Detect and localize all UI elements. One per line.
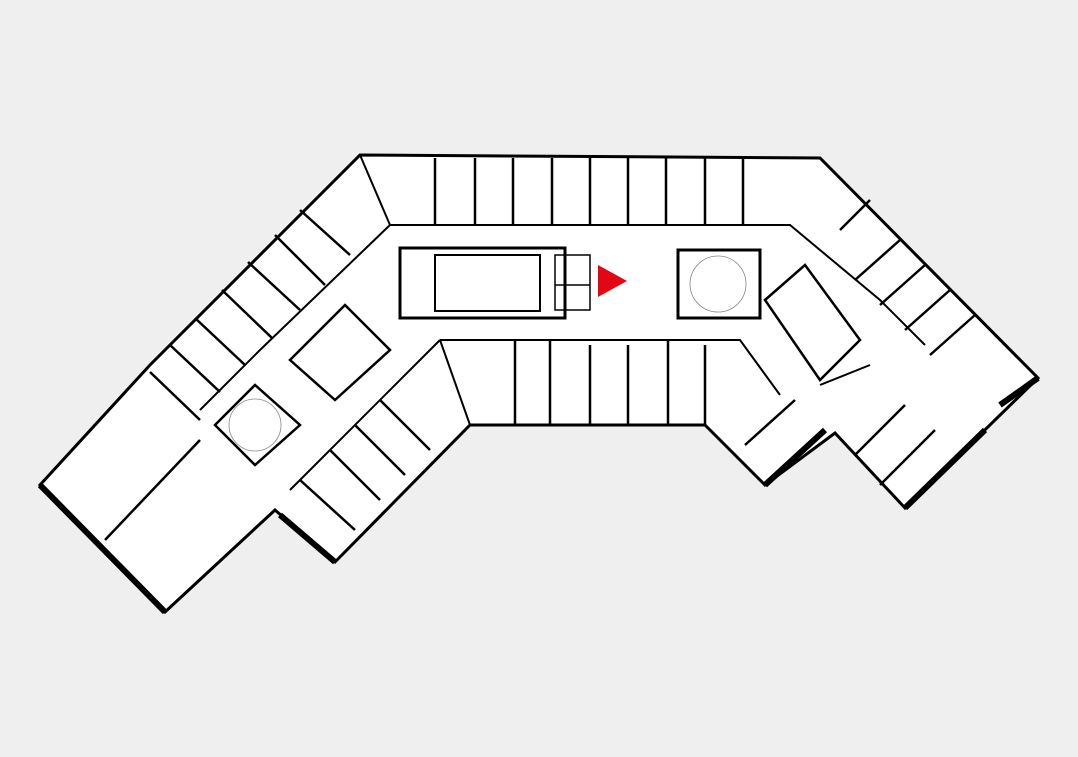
- service-cores: [213, 263, 862, 467]
- stair-core-right: [676, 248, 762, 320]
- thick-exterior-walls: [37, 375, 1040, 615]
- room-partitions: [104, 158, 976, 541]
- location-marker-triangle-icon: [598, 265, 627, 297]
- center-core: [398, 246, 591, 320]
- building-outline: [37, 153, 1041, 615]
